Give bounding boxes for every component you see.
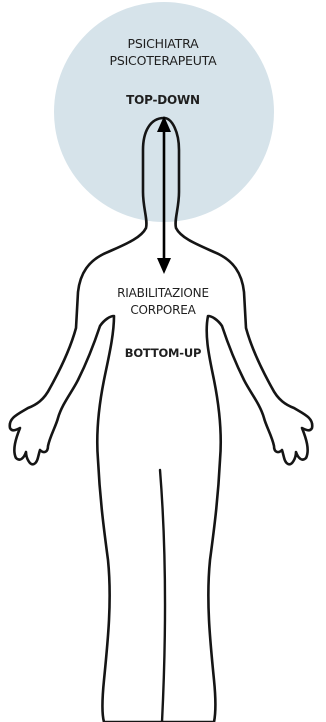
arrow-head-down	[157, 258, 171, 274]
label-riabilitazione: RIABILITAZIONE	[0, 285, 326, 301]
label-psicoterapeuta: PSICOTERAPEUTA	[0, 53, 326, 69]
label-top-down: TOP-DOWN	[0, 92, 326, 108]
leg-divider	[160, 470, 165, 722]
label-psichiatra: PSICHIATRA	[0, 36, 326, 52]
label-bottom-up: BOTTOM-UP	[0, 345, 326, 361]
label-corporea: CORPOREA	[0, 302, 326, 318]
